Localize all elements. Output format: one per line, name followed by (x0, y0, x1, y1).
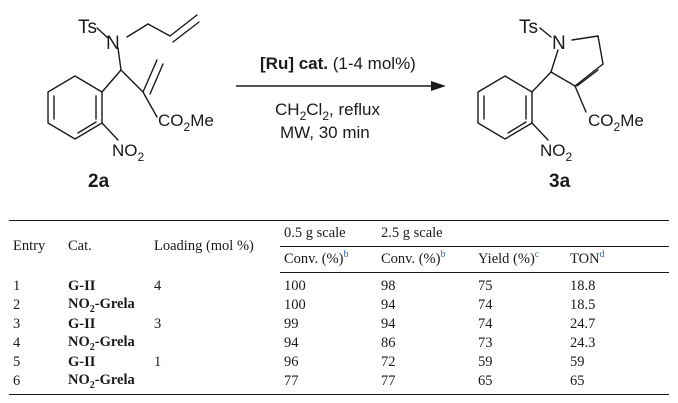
cell-conv-small: 99 (284, 316, 299, 332)
product-ester-label: CO2Me (588, 111, 644, 134)
cell-ton: 24.7 (570, 316, 596, 332)
reaction-scheme: Ts N CO2Me NO2 2a [Ru] cat. (1-4 mol%) C… (47, 14, 644, 192)
header-conv-small: Conv. (%)b (280, 246, 377, 273)
table-row: 6 NO2-Grela 77 77 65 65 (9, 372, 669, 395)
reactant-n-label: N (106, 33, 120, 54)
cell-cat: NO2-Grela (68, 334, 135, 353)
cell-cat: NO2-Grela (64, 372, 150, 395)
table-row: 5 G-II 1 96 72 59 59 (9, 353, 669, 372)
cell-loading (150, 334, 280, 353)
results-table: Entry Cat. Loading (mol %) 0.5 g scale 2… (9, 220, 669, 395)
cell-conv-small: 94 (284, 335, 299, 351)
product-nitro-label: NO2 (540, 141, 573, 164)
cell-yield: 74 (478, 316, 493, 332)
cell-conv-large: 94 (381, 297, 396, 313)
cell-loading (150, 372, 280, 395)
header-cat: Cat. (64, 220, 150, 273)
cell-loading: 4 (154, 277, 162, 294)
cell-cat: G-II (68, 277, 96, 294)
cell-entry: 4 (13, 335, 21, 351)
cell-entry: 1 (13, 277, 21, 294)
reactant-label: 2a (88, 171, 110, 192)
header-scale-small: 0.5 g scale (280, 220, 377, 247)
table-subheader-row: Conv. (%)b Conv. (%)b Yield (%)c TONd (9, 246, 669, 273)
header-ton: TONd (566, 246, 669, 273)
product-ts-label: Ts (519, 17, 538, 38)
table-row: 2 NO2-Grela 100 94 74 18.5 (9, 296, 669, 315)
time-conditions: MW, 30 min (280, 123, 370, 142)
cell-yield: 75 (478, 278, 493, 294)
cell-ton: 65 (566, 372, 669, 395)
header-entry: Entry (9, 220, 64, 273)
cell-conv-small: 96 (284, 354, 299, 370)
table-row: 1 G-II 4 100 98 75 18.8 (9, 273, 669, 297)
cell-cat: G-II (68, 354, 96, 370)
header-yield: Yield (%)c (474, 246, 566, 273)
header-scale-large: 2.5 g scale (377, 220, 669, 247)
table-row: 4 NO2-Grela 94 86 73 24.3 (9, 334, 669, 353)
cell-yield: 73 (478, 335, 493, 351)
header-conv-large: Conv. (%)b (377, 246, 474, 273)
cell-ton: 18.5 (570, 297, 596, 313)
solvent-conditions: CH2Cl2, reflux (275, 100, 381, 123)
cell-yield: 74 (478, 297, 493, 313)
cell-loading (150, 296, 280, 315)
cell-conv-large: 98 (381, 278, 396, 294)
cell-ton: 18.8 (570, 278, 596, 294)
cell-conv-small: 100 (284, 297, 306, 313)
reactant-ester-label: CO2Me (158, 111, 214, 134)
reaction-arrow (236, 81, 446, 91)
cell-entry: 5 (13, 354, 21, 370)
catalyst-conditions: [Ru] cat. (1-4 mol%) (260, 54, 416, 73)
header-loading: Loading (mol %) (150, 220, 280, 273)
table-header-row: Entry Cat. Loading (mol %) 0.5 g scale 2… (9, 220, 669, 273)
cell-conv-small: 77 (280, 372, 377, 395)
reactant-ts-label: Ts (78, 17, 97, 38)
cell-entry: 6 (9, 372, 64, 395)
cell-loading: 3 (154, 316, 162, 332)
cell-conv-large: 94 (381, 316, 396, 332)
cell-yield: 59 (478, 354, 493, 370)
reactant-nitro-label: NO2 (112, 141, 145, 164)
cell-ton: 59 (570, 354, 585, 370)
product-label: 3a (549, 171, 571, 192)
cell-cat: G-II (68, 316, 96, 332)
cell-loading: 1 (154, 354, 162, 370)
cell-conv-large: 86 (381, 335, 396, 351)
table-row: 3 G-II 3 99 94 74 24.7 (9, 315, 669, 334)
product-structure: Ts N CO2Me NO2 (477, 17, 644, 164)
cell-conv-large: 77 (377, 372, 474, 395)
cell-conv-small: 100 (284, 278, 306, 294)
reactant-structure: Ts N CO2Me NO2 (47, 14, 214, 164)
cell-cat: NO2-Grela (68, 296, 135, 315)
product-n-label: N (552, 33, 566, 54)
cell-entry: 2 (13, 297, 21, 313)
cell-yield: 65 (474, 372, 566, 395)
cell-entry: 3 (13, 316, 21, 332)
cell-ton: 24.3 (570, 335, 596, 351)
cell-conv-large: 72 (381, 354, 396, 370)
